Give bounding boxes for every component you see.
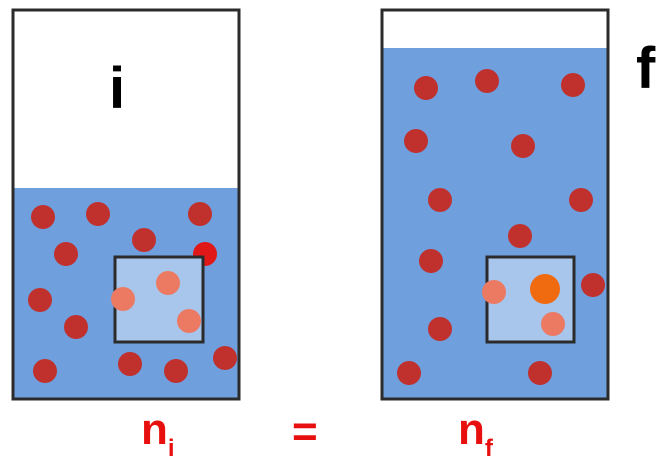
final-particles xyxy=(397,69,605,385)
particle xyxy=(177,309,201,333)
final-container-empty xyxy=(382,10,608,48)
particle xyxy=(528,361,552,385)
particle xyxy=(541,312,565,336)
particle xyxy=(164,359,188,383)
particle xyxy=(414,76,438,100)
particle xyxy=(419,249,443,273)
particle xyxy=(132,228,156,252)
initial-container-outline xyxy=(11,8,241,401)
final-liquid xyxy=(382,48,608,399)
particle xyxy=(511,134,535,158)
particle xyxy=(561,73,585,97)
equals-sign: = xyxy=(292,407,318,456)
initial-count-label: ni xyxy=(141,405,175,461)
final-state-label: f xyxy=(636,36,656,101)
particle xyxy=(86,202,110,226)
initial-state-label: i xyxy=(109,56,126,121)
particle xyxy=(156,271,180,295)
particle xyxy=(118,352,142,376)
particle xyxy=(31,205,55,229)
particle xyxy=(213,346,237,370)
final-container-outline xyxy=(380,8,610,401)
highlighted-particle xyxy=(530,274,560,304)
particle xyxy=(428,317,452,341)
final-count-label: nf xyxy=(458,405,493,461)
particle xyxy=(33,359,57,383)
particle xyxy=(428,188,452,212)
particle xyxy=(64,315,88,339)
initial-container-empty xyxy=(13,10,239,188)
initial-window-particles xyxy=(111,271,201,333)
particle xyxy=(581,273,605,297)
particle xyxy=(188,202,212,226)
final-window-particles xyxy=(482,274,565,336)
particle xyxy=(111,287,135,311)
final-count-subscript: f xyxy=(484,435,493,462)
particle xyxy=(482,280,506,304)
particle xyxy=(397,361,421,385)
particle xyxy=(508,224,532,248)
initial-container xyxy=(11,8,241,401)
particle xyxy=(475,69,499,93)
particle xyxy=(569,188,593,212)
particle xyxy=(28,288,52,312)
final-count-symbol: n xyxy=(458,405,485,454)
particle xyxy=(54,242,78,266)
initial-count-subscript: i xyxy=(167,435,175,462)
final-container xyxy=(380,8,610,401)
initial-count-symbol: n xyxy=(141,405,168,454)
particle xyxy=(404,129,428,153)
